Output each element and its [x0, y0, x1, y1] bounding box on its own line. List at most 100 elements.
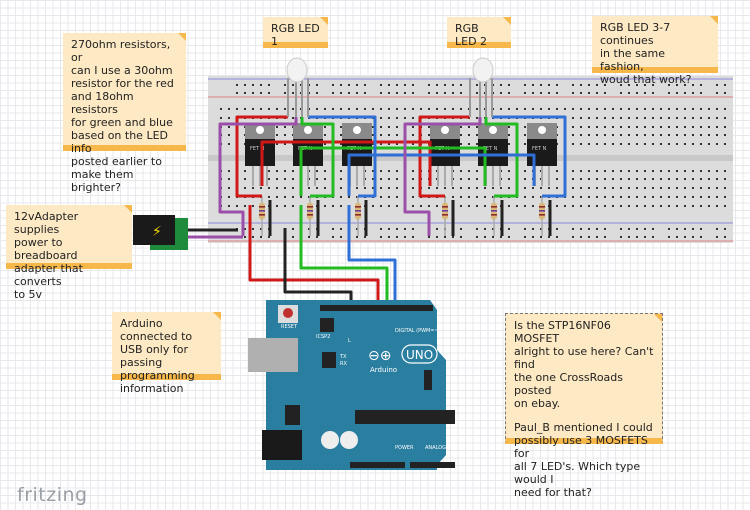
- breadboard-hole: [668, 228, 670, 230]
- breadboard-hole: [284, 84, 286, 86]
- breadboard-hole: [572, 228, 574, 230]
- breadboard-hole: [684, 117, 686, 119]
- breadboard-hole: [284, 170, 286, 172]
- breadboard-hole: [316, 92, 318, 94]
- breadboard-hole: [476, 117, 478, 119]
- wire-green[interactable]: [299, 146, 487, 196]
- rgb-led-2[interactable]: [469, 57, 494, 117]
- arduino-uno[interactable]: RESET ICSP2 DIGITAL (PWM=~) L TX RX ⊖⊕ U…: [248, 300, 470, 470]
- breadboard-hole: [556, 228, 558, 230]
- wire-purple[interactable]: [218, 117, 298, 236]
- breadboard-hole: [700, 126, 702, 128]
- breadboard-hole: [508, 143, 510, 145]
- note-arduino[interactable]: Arduino connected to USB only for passin…: [112, 312, 221, 395]
- resistor[interactable]: [539, 196, 552, 236]
- note-mosfet-question[interactable]: Is the STP16NF06 MOSFET alright to use h…: [505, 313, 663, 499]
- breadboard-hole: [404, 236, 406, 238]
- breadboard-hole: [284, 205, 286, 207]
- breadboard-hole: [700, 134, 702, 136]
- breadboard-hole: [604, 108, 606, 110]
- breadboard-hole: [588, 205, 590, 207]
- breadboard-hole: [284, 92, 286, 94]
- resistor[interactable]: [307, 196, 320, 236]
- breadboard-hole: [652, 92, 654, 94]
- wire-blue[interactable]: [347, 153, 536, 196]
- breadboard-hole: [652, 205, 654, 207]
- breadboard-hole: [684, 205, 686, 207]
- breadboard-hole: [692, 134, 694, 136]
- breadboard-hole: [644, 196, 646, 198]
- wire-blue[interactable]: [492, 115, 567, 198]
- breadboard-hole: [452, 196, 454, 198]
- wire-purple[interactable]: [403, 117, 482, 236]
- wire-red[interactable]: [235, 115, 288, 198]
- breadboard-hole: [332, 108, 334, 110]
- breadboard-hole: [380, 196, 382, 198]
- breadboard-hole: [436, 236, 438, 238]
- resistor[interactable]: [491, 196, 504, 236]
- breadboard-hole: [372, 134, 374, 136]
- breadboard-hole: [268, 92, 270, 94]
- breadboard-hole: [572, 178, 574, 180]
- breadboard-hole: [404, 108, 406, 110]
- breadboard-hole: [652, 228, 654, 230]
- breadboard-hole: [596, 126, 598, 128]
- breadboard-hole: [276, 196, 278, 198]
- breadboard-hole: [580, 108, 582, 110]
- wire-green[interactable]: [300, 117, 335, 198]
- breadboard-hole: [476, 126, 478, 128]
- breadboard-hole: [516, 205, 518, 207]
- breadboard-hole: [468, 178, 470, 180]
- breadboard-hole: [404, 92, 406, 94]
- wire-black[interactable]: [283, 228, 353, 305]
- breadboard-hole: [724, 92, 726, 94]
- breadboard-hole: [340, 196, 342, 198]
- breadboard-hole: [612, 187, 614, 189]
- breadboard-hole: [412, 117, 414, 119]
- breadboard-hole: [692, 236, 694, 238]
- resistor[interactable]: [442, 196, 455, 236]
- note-resistors[interactable]: 270ohm resistors, or can I use a 30ohm r…: [63, 33, 186, 194]
- breadboard-hole: [580, 134, 582, 136]
- breadboard-hole: [548, 92, 550, 94]
- breadboard-hole: [684, 236, 686, 238]
- mosfet-label: FET N: [532, 146, 547, 152]
- breadboard-hole: [308, 236, 310, 238]
- breadboard-hole: [356, 84, 358, 86]
- note-rgb-led-3-7[interactable]: RGB LED 3-7 continues in the same fashio…: [592, 16, 718, 86]
- breadboard-hole: [572, 236, 574, 238]
- breadboard-hole: [340, 126, 342, 128]
- note-adapter[interactable]: 12vAdapter supplies power to breadboard …: [6, 205, 132, 301]
- breadboard-hole: [452, 187, 454, 189]
- wire-red[interactable]: [248, 205, 380, 305]
- note-rgb-led-1[interactable]: RGB LED 1: [263, 17, 328, 48]
- wire-blue[interactable]: [347, 205, 397, 305]
- breadboard-hole: [380, 84, 382, 86]
- breadboard-hole: [716, 143, 718, 145]
- resistor[interactable]: [355, 196, 368, 236]
- breadboard-hole: [692, 126, 694, 128]
- breadboard-hole: [556, 92, 558, 94]
- wire-green[interactable]: [484, 117, 519, 198]
- breadboard-hole: [596, 187, 598, 189]
- breadboard-hole: [340, 228, 342, 230]
- breadboard-hole: [676, 134, 678, 136]
- note-rgb-led-2[interactable]: RGB LED 2: [447, 17, 511, 48]
- resistor[interactable]: [259, 196, 272, 236]
- breadboard-hole: [396, 92, 398, 94]
- dc-barrel-jack[interactable]: ⚡: [133, 215, 188, 250]
- breadboard-hole: [372, 126, 374, 128]
- wire-green[interactable]: [299, 205, 389, 305]
- breadboard-hole: [692, 228, 694, 230]
- breadboard-hole: [684, 196, 686, 198]
- breadboard-hole: [604, 143, 606, 145]
- breadboard-hole: [588, 196, 590, 198]
- breadboard-hole: [324, 126, 326, 128]
- breadboard-hole: [620, 108, 622, 110]
- note-text: 12vAdapter supplies power to breadboard …: [14, 210, 83, 301]
- breadboard-hole: [604, 236, 606, 238]
- breadboard-hole: [628, 187, 630, 189]
- rgb-led-1[interactable]: [286, 57, 309, 117]
- breadboard-hole: [460, 170, 462, 172]
- wire-red[interactable]: [260, 140, 432, 186]
